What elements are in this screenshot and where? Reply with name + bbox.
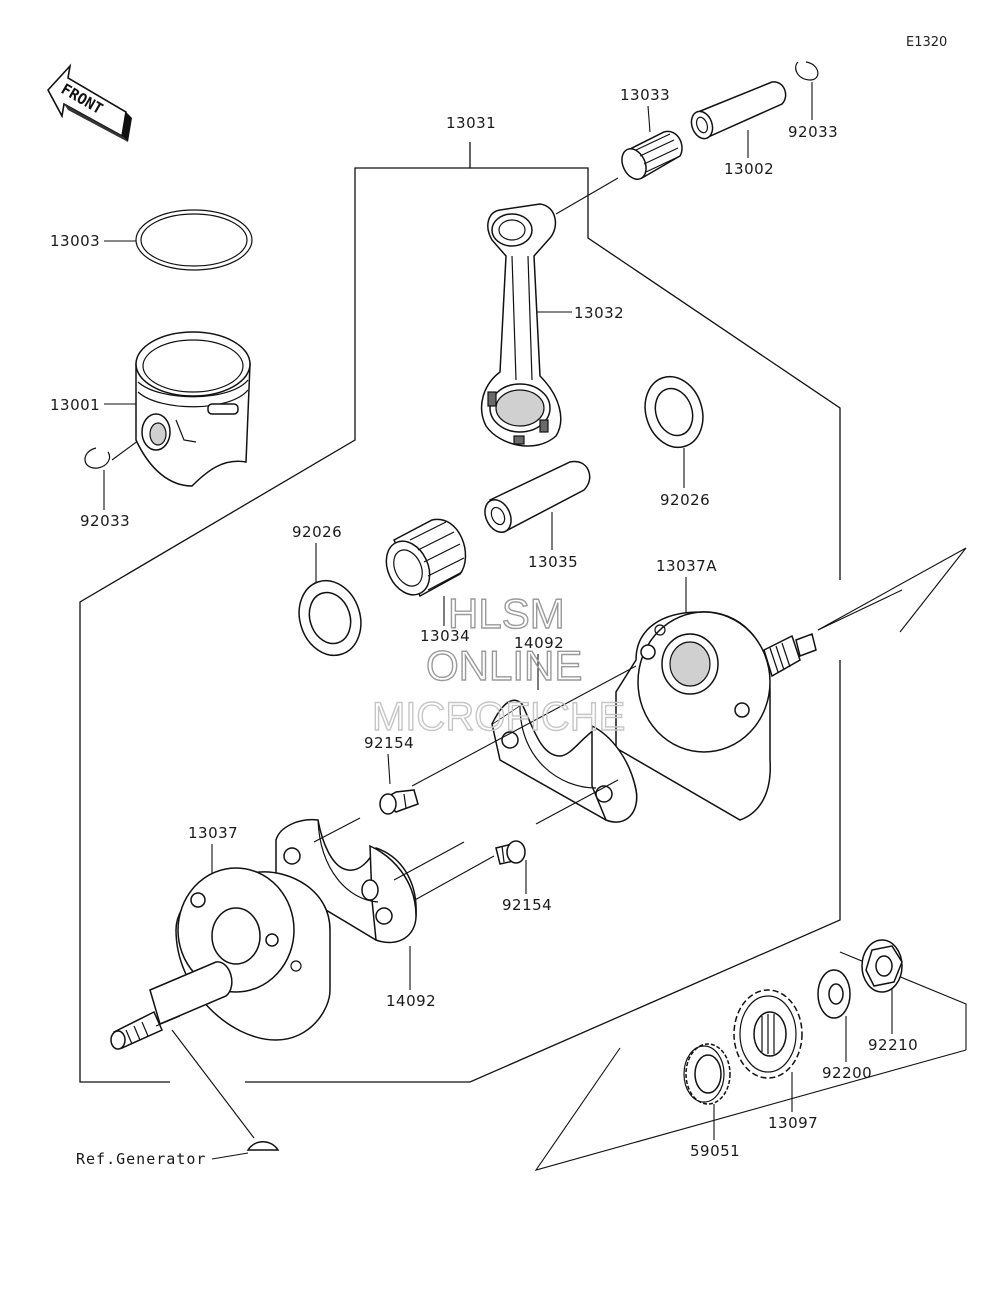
counterweight-top	[491, 699, 638, 823]
circlip-top	[795, 61, 819, 81]
diagram-code: E1320	[906, 35, 947, 50]
crank-pin	[484, 460, 591, 534]
reference-generator: Ref.Generator	[76, 1150, 206, 1168]
label-14092-top: 14092	[514, 634, 564, 652]
label-13037A: 13037A	[656, 557, 717, 575]
label-13032: 13032	[574, 304, 624, 322]
piston-ring	[135, 209, 253, 271]
label-13097: 13097	[768, 1114, 818, 1132]
label-13003: 13003	[50, 232, 100, 250]
label-13001: 13001	[50, 396, 100, 414]
label-92154-lower: 92154	[502, 896, 552, 914]
watermark-line1: HLSM	[448, 590, 565, 637]
label-92033-top: 92033	[788, 123, 838, 141]
label-13002: 13002	[724, 160, 774, 178]
crankshaft-right	[615, 611, 817, 821]
watermark-line3: MICROFICHE	[372, 695, 625, 739]
label-13035: 13035	[528, 553, 578, 571]
needle-bearing-large	[385, 518, 467, 598]
label-13037: 13037	[188, 824, 238, 842]
thrust-washer-right	[644, 375, 704, 449]
watermark: HLSM ONLINE MICROFICHE	[371, 589, 626, 739]
watermark-line2: ONLINE	[426, 642, 582, 689]
label-13034: 13034	[420, 627, 470, 645]
connecting-rod	[480, 203, 562, 447]
needle-bearing-small	[621, 130, 683, 180]
screw-upper	[379, 789, 419, 815]
label-92154-upper: 92154	[364, 734, 414, 752]
label-92026-left: 92026	[292, 523, 342, 541]
woodruff-key-icon	[246, 1141, 280, 1151]
label-13031: 13031	[446, 114, 496, 132]
thrust-washer-left	[298, 579, 362, 657]
label-13033: 13033	[620, 86, 670, 104]
screw-lower	[495, 840, 526, 865]
front-arrow-icon: FRONT	[47, 63, 132, 142]
label-14092-bottom: 14092	[386, 992, 436, 1010]
assembly-frame	[79, 142, 841, 1083]
washer	[817, 969, 851, 1019]
circlip-left	[84, 447, 111, 469]
label-92200: 92200	[822, 1064, 872, 1082]
label-92026-right: 92026	[660, 491, 710, 509]
gear-large	[733, 989, 803, 1079]
label-59051: 59051	[690, 1142, 740, 1160]
piston-pin	[690, 81, 787, 140]
counterweight-bottom	[275, 818, 417, 944]
label-92033-left: 92033	[80, 512, 130, 530]
flange-nut	[861, 939, 903, 993]
label-92210: 92210	[868, 1036, 918, 1054]
piston	[135, 331, 251, 487]
gear-small	[683, 1043, 731, 1105]
crankshaft-left	[110, 867, 331, 1050]
